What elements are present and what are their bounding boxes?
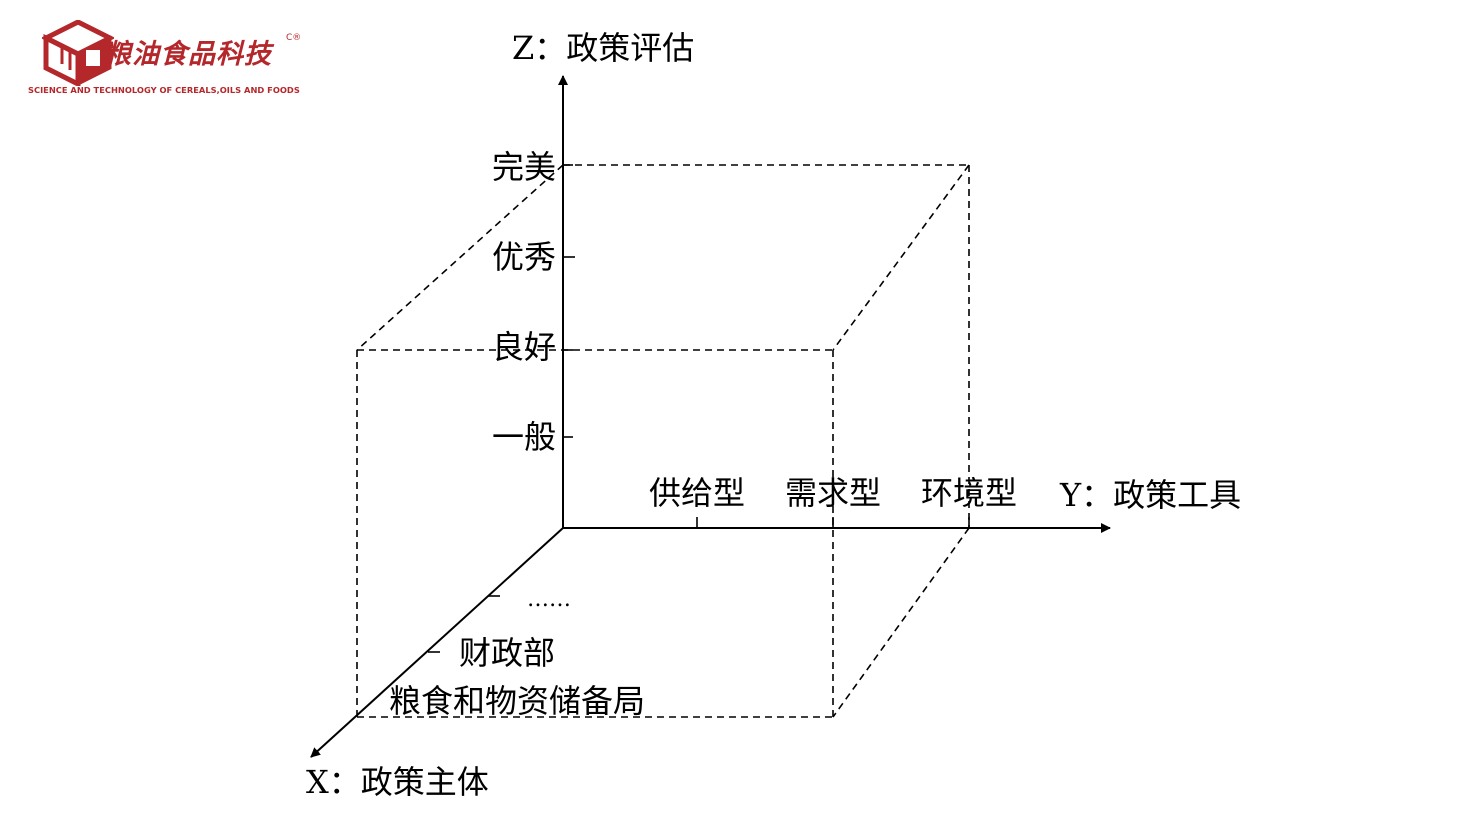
axes — [310, 75, 1111, 758]
tick-marks — [428, 164, 970, 653]
journal-logo: 粮油食品科技 C® SCIENCE AND TECHNOLOGY OF CERE… — [28, 18, 328, 100]
z-tick-label-3: 优秀 — [492, 238, 556, 276]
x-tick-label-1: 粮食和物资储备局 — [389, 682, 645, 720]
y-tick-label-1: 供给型 — [649, 474, 745, 512]
x-tick-label-3: …… — [527, 587, 571, 612]
logo-subtitle: SCIENCE AND TECHNOLOGY OF CEREALS,OILS A… — [28, 85, 300, 95]
x-axis-title: X：政策主体 — [306, 763, 489, 801]
x-axis-line — [310, 527, 564, 758]
y-tick-label-2: 需求型 — [785, 474, 881, 512]
z-tick-label-1: 一般 — [492, 418, 556, 456]
logo-title: 粮油食品科技 — [104, 39, 272, 70]
x-tick-label-2: 财政部 — [459, 634, 555, 672]
cube-logo-icon — [42, 20, 114, 86]
z-tick-label-4: 完美 — [492, 148, 556, 186]
y-axis-title: Y：政策工具 — [1059, 476, 1241, 514]
dashed-box — [356, 164, 970, 718]
box-edge-top-right — [832, 164, 970, 351]
box-edge-top-left — [356, 164, 564, 351]
y-tick-label-3: 环境型 — [921, 474, 1017, 512]
box-edge-bottom-right — [832, 527, 970, 718]
z-tick-label-2: 良好 — [492, 328, 556, 366]
logo-trademark: C® — [286, 33, 302, 43]
z-axis-title: Z：政策评估 — [512, 29, 694, 67]
